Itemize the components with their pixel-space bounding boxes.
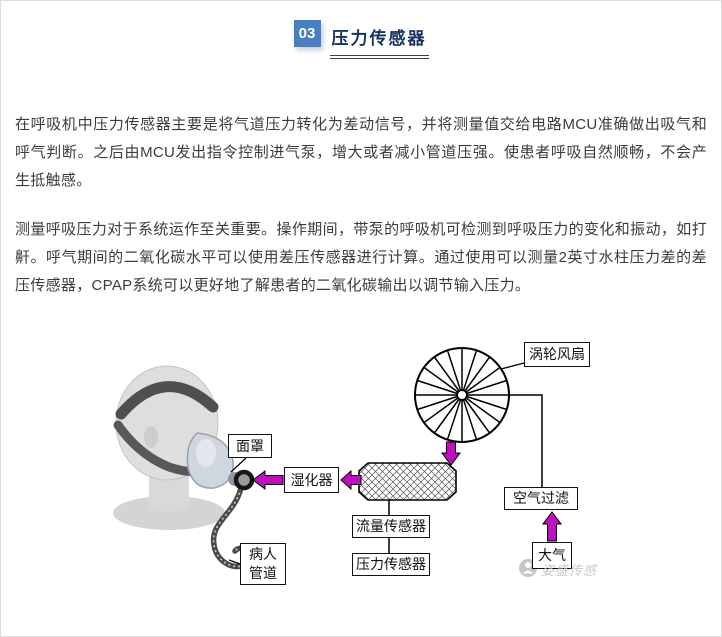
patient-tube-label: 病人管道 [240, 543, 286, 586]
air-filter-box: 空气过滤 [504, 487, 578, 511]
arrow-canister-to-humidifier [340, 470, 362, 491]
watermark-text: 姿盛传感 [541, 563, 598, 579]
paragraph-1: 在呼吸机中压力传感器主要是将气道压力转化为差动信号，并将测量值交给电路MCU准确… [15, 116, 707, 190]
section-header: 03 压力传感器 [1, 1, 721, 59]
flow-sensor-box: 流量传感器 [352, 515, 430, 539]
arrow-humidifier-to-mask [252, 470, 284, 491]
diagram-canvas [113, 347, 562, 578]
pressure-sensor-box: 压力传感器 [352, 553, 430, 577]
section-title: 压力传感器 [329, 20, 429, 59]
atmosphere-box: 大气 [532, 542, 572, 570]
turbine-fan-icon [414, 347, 510, 444]
section-number-badge: 03 [293, 20, 321, 47]
humidifier-box: 湿化器 [284, 467, 339, 494]
arrow-atmosphere-to-filter [542, 511, 562, 542]
cpap-system-diagram: 涡轮风扇 面罩 湿化器 流量传感器 压力传感器 空气过滤 大气 病人管道 姿盛传… [1, 321, 721, 633]
filter-canister [358, 462, 457, 502]
patient-head-illustration [113, 365, 242, 531]
mask-elbow-connector [233, 470, 255, 491]
article-body: 在呼吸机中压力传感器主要是将气道压力转化为差动信号，并将测量值交给电路MCU准确… [1, 111, 721, 300]
turbine-fan-label: 涡轮风扇 [524, 342, 590, 368]
paragraph-2: 测量呼吸压力对于系统运作至关重要。操作期间，带泵的呼吸机可检测到呼吸压力的变化和… [15, 221, 707, 295]
mask-label: 面罩 [228, 434, 272, 459]
connector-lines [228, 362, 543, 565]
arrow-fan-to-canister [441, 441, 461, 467]
flow-arrows [252, 441, 562, 542]
